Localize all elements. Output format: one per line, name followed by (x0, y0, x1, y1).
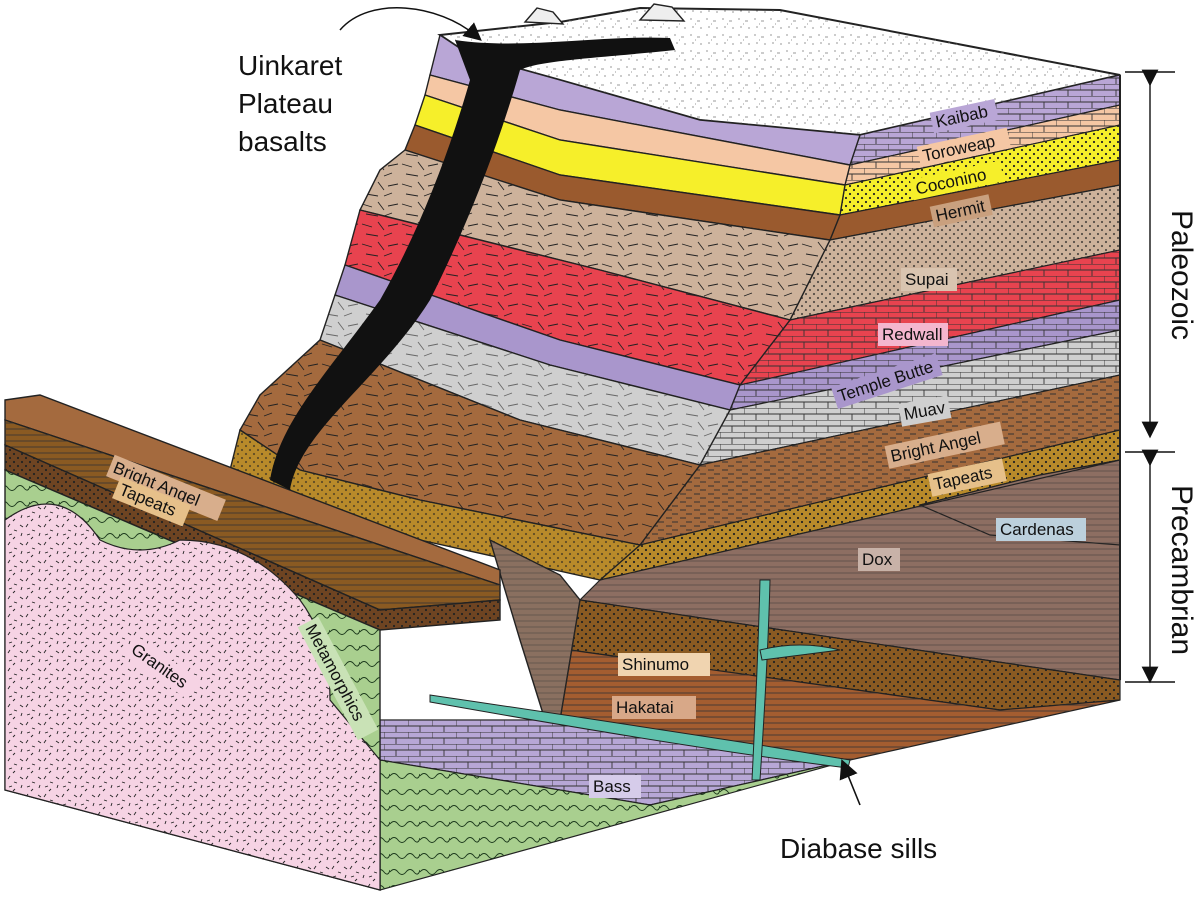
svg-text:Bass: Bass (593, 777, 631, 796)
basalt-callout-line-1: Uinkaret (238, 50, 342, 81)
svg-text:Dox: Dox (862, 550, 893, 569)
svg-text:Redwall: Redwall (882, 325, 942, 344)
right-face-precambrian (379, 459, 1121, 891)
cinder-cone-1 (523, 7, 565, 25)
label-bass: Bass (589, 775, 641, 798)
era-label-precambrian: Precambrian (1165, 485, 1197, 655)
basalt-dike (270, 37, 675, 490)
sill-callout-arrow (839, 759, 861, 806)
svg-text:Hakatai: Hakatai (616, 698, 674, 717)
label-cardenas: Cardenas (996, 518, 1086, 541)
era-brackets: Paleozoic Precambrian (1125, 69, 1197, 684)
svg-text:Supai: Supai (905, 270, 948, 289)
sill-callout-label: Diabase sills (780, 833, 937, 864)
basalt-callout-line-3: basalts (238, 126, 327, 157)
era-label-paleozoic: Paleozoic (1165, 210, 1197, 340)
label-dox: Dox (858, 548, 900, 571)
label-shinumo: Shinumo (618, 653, 710, 676)
basalt-callout-line-2: Plateau (238, 88, 333, 119)
svg-text:Cardenas: Cardenas (1000, 520, 1074, 539)
svg-text:Shinumo: Shinumo (622, 655, 689, 674)
canyon-slope (229, 33, 861, 581)
basalt-callout-arrow (339, 7, 482, 41)
label-supai: Supai (901, 268, 957, 291)
label-hakatai: Hakatai (612, 696, 696, 719)
diabase-sills (429, 579, 851, 781)
label-muav: Muav (898, 395, 952, 427)
label-redwall: Redwall (878, 323, 948, 346)
cinder-cone-2 (638, 3, 686, 22)
